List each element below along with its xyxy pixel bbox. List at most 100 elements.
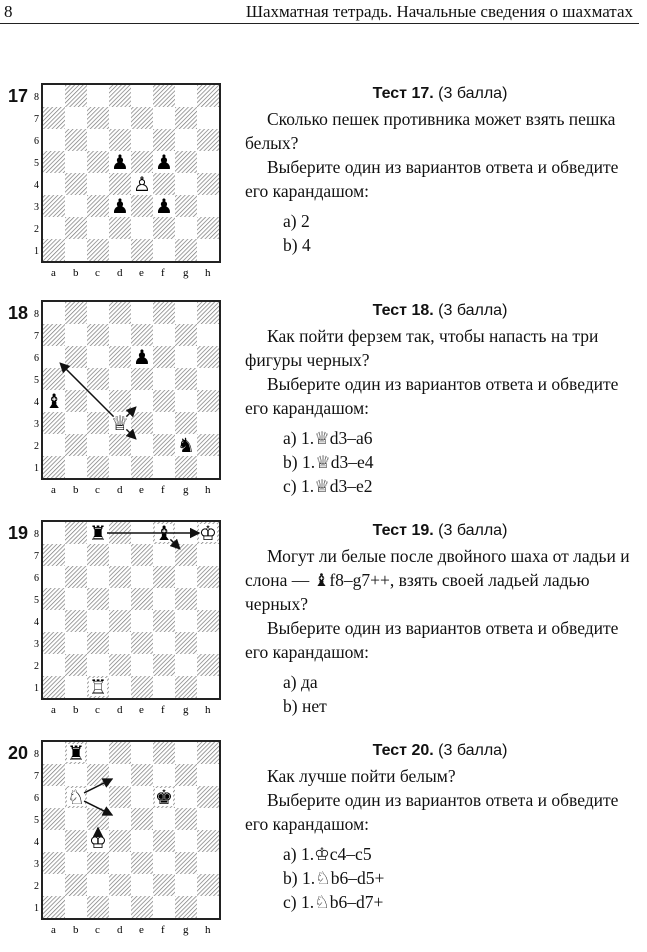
file-label: b xyxy=(73,924,79,936)
piece-backdrop xyxy=(155,788,173,806)
board-square xyxy=(43,676,65,698)
chess-piece: ♕ xyxy=(111,411,129,435)
board-square xyxy=(175,654,197,676)
file-label: c xyxy=(95,924,100,936)
file-label: c xyxy=(95,484,100,496)
board-square xyxy=(87,610,109,632)
board-square xyxy=(131,786,153,808)
board-square xyxy=(175,85,197,107)
rank-label: 8 xyxy=(34,529,39,540)
file-label: f xyxy=(161,484,165,496)
board-square xyxy=(65,874,87,896)
chess-piece: ♟ xyxy=(155,150,173,174)
test-text: Тест 19. (3 балла) Могут ли белые после … xyxy=(245,519,635,718)
chess-piece: ♔ xyxy=(89,829,107,853)
answer-option[interactable]: b) 4 xyxy=(283,235,311,255)
board-square xyxy=(175,456,197,478)
answer-option[interactable]: a) 2 xyxy=(283,211,310,231)
board-square xyxy=(197,654,219,676)
board-square xyxy=(153,346,175,368)
file-label: e xyxy=(139,704,144,716)
board-square xyxy=(175,346,197,368)
answer-option[interactable]: b) 1.♘b6–d5+ xyxy=(283,868,385,888)
board-square xyxy=(197,195,219,217)
question: Сколько пешек противника может взять пеш… xyxy=(245,109,616,153)
board-square xyxy=(197,151,219,173)
board-square xyxy=(175,764,197,786)
board-square xyxy=(197,434,219,456)
board-square xyxy=(197,896,219,918)
file-label: e xyxy=(139,924,144,936)
file-label: c xyxy=(95,704,100,716)
board-square xyxy=(153,808,175,830)
board-square xyxy=(153,368,175,390)
board-square xyxy=(87,654,109,676)
board-square xyxy=(175,217,197,239)
answer-option[interactable]: a) да xyxy=(283,672,318,692)
board-square xyxy=(153,610,175,632)
board-square xyxy=(153,85,175,107)
rank-label: 2 xyxy=(34,224,39,235)
board-square xyxy=(43,129,65,151)
rank-label: 8 xyxy=(34,92,39,103)
board-square xyxy=(153,390,175,412)
file-label: b xyxy=(73,704,79,716)
answer-option[interactable]: c) 1.♕d3–e2 xyxy=(283,476,373,496)
board-border xyxy=(41,740,221,920)
board-square xyxy=(43,874,65,896)
board-square xyxy=(87,195,109,217)
test-points: (3 балла) xyxy=(438,302,508,319)
test-heading: Тест 18. (3 балла) xyxy=(245,299,635,323)
board-square xyxy=(43,85,65,107)
instruction: Выберите один из вариантов ответа и обве… xyxy=(245,157,619,201)
board-square xyxy=(153,544,175,566)
answer-option[interactable]: b) 1.♕d3–e4 xyxy=(283,452,374,472)
file-label: c xyxy=(95,267,100,279)
answer-option[interactable]: a) 1.♕d3–a6 xyxy=(283,428,373,448)
board-square xyxy=(153,742,175,764)
board-square xyxy=(131,151,153,173)
board-square xyxy=(197,85,219,107)
file-label: h xyxy=(205,924,211,936)
board-border xyxy=(41,300,221,480)
chess-piece: ♙ xyxy=(133,172,151,196)
rank-label: 6 xyxy=(34,353,39,364)
board-square xyxy=(109,896,131,918)
rank-label: 2 xyxy=(34,661,39,672)
chess-piece: ♟ xyxy=(111,194,129,218)
rank-label: 5 xyxy=(34,595,39,606)
board-square xyxy=(131,302,153,324)
piece-backdrop xyxy=(89,524,107,542)
answer-option[interactable]: a) 1.♔c4–c5 xyxy=(283,844,372,864)
board-border xyxy=(41,520,221,700)
board-square xyxy=(131,764,153,786)
board-square xyxy=(175,390,197,412)
board-square xyxy=(87,129,109,151)
answer-option[interactable]: c) 1.♘b6–d7+ xyxy=(283,892,384,912)
answer-option[interactable]: b) нет xyxy=(283,696,327,716)
board-square xyxy=(43,610,65,632)
board-square xyxy=(109,764,131,786)
board-square xyxy=(65,151,87,173)
file-label: b xyxy=(73,484,79,496)
board-square xyxy=(153,302,175,324)
piece-backdrop xyxy=(177,436,195,454)
chess-piece: ♟ xyxy=(155,194,173,218)
board-square xyxy=(65,522,87,544)
board-square xyxy=(175,566,197,588)
board-square xyxy=(175,588,197,610)
board-square xyxy=(43,896,65,918)
board-square xyxy=(43,151,65,173)
test-title: Тест 19. xyxy=(372,522,434,539)
move-arrow xyxy=(83,778,114,794)
board-square xyxy=(65,808,87,830)
file-label: a xyxy=(51,704,56,716)
file-label: h xyxy=(205,267,211,279)
file-label: h xyxy=(205,704,211,716)
board-square xyxy=(65,390,87,412)
rank-label: 1 xyxy=(34,246,39,257)
board-square xyxy=(65,85,87,107)
board-square xyxy=(175,808,197,830)
